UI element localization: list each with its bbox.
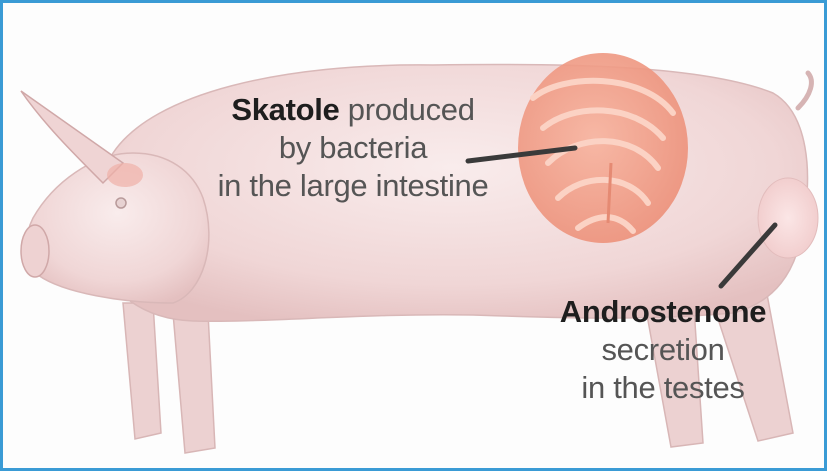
androstenone-label: Androstenone secretion in the testes [503, 293, 823, 407]
pig-ear [21, 91, 123, 183]
androstenone-term: Androstenone [560, 294, 767, 329]
skatole-line-1-rest: produced [339, 92, 474, 127]
ear-base-blush [107, 163, 143, 187]
pig-eye [116, 198, 126, 208]
skatole-label: Skatole produced by bacteria in the larg… [153, 91, 553, 205]
androstenone-line-2: secretion [503, 331, 823, 369]
skatole-term: Skatole [231, 92, 339, 127]
pig-tail [798, 73, 811, 108]
pig-snout [21, 225, 49, 277]
skatole-line-3: in the large intestine [153, 167, 553, 205]
testes [758, 178, 818, 258]
skatole-line-1: Skatole produced [153, 91, 553, 129]
androstenone-line-3: in the testes [503, 369, 823, 407]
skatole-line-2: by bacteria [153, 129, 553, 167]
